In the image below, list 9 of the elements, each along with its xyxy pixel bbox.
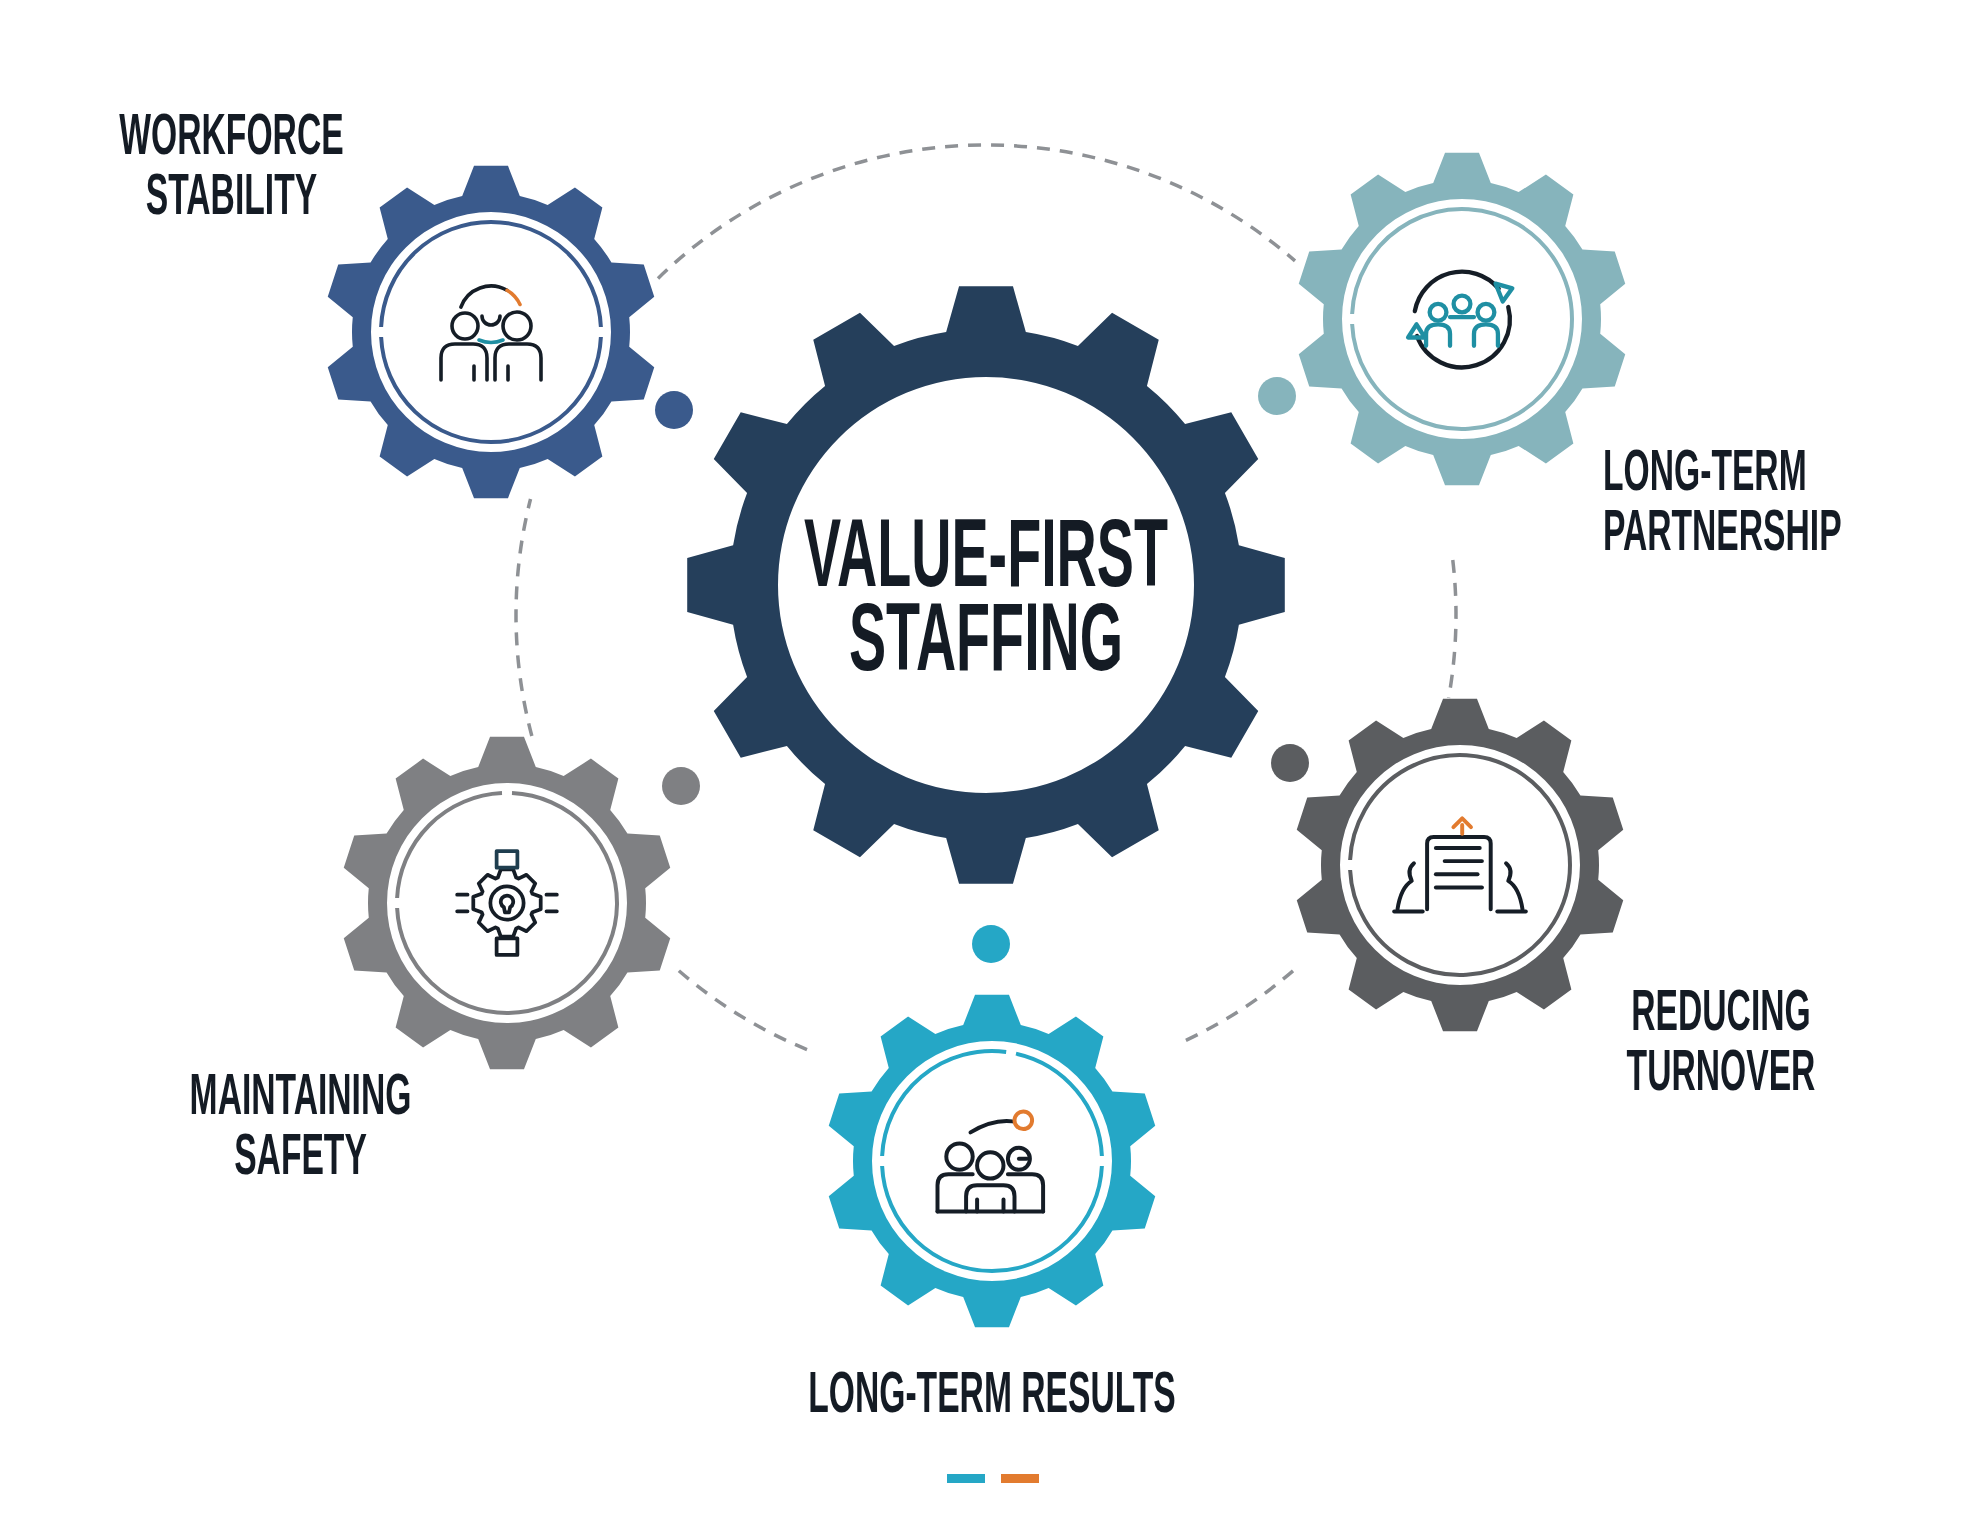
gear-label: REDUCING TURNOVER — [1625, 980, 1817, 1100]
hub-label: VALUE-FIRST STAFFING — [803, 511, 1169, 679]
gear-label: MAINTAINING SAFETY — [188, 1064, 412, 1184]
gear-label: LONG-TERM RESULTS — [807, 1362, 1177, 1422]
gear-label: LONG-TERM PARTNERSHIP — [1603, 440, 1843, 560]
dashed-connector — [514, 498, 534, 737]
gear-label: WORKFORCE STABILITY — [118, 104, 344, 224]
dashed-connector — [1446, 559, 1458, 699]
dashed-connector — [656, 143, 1297, 280]
